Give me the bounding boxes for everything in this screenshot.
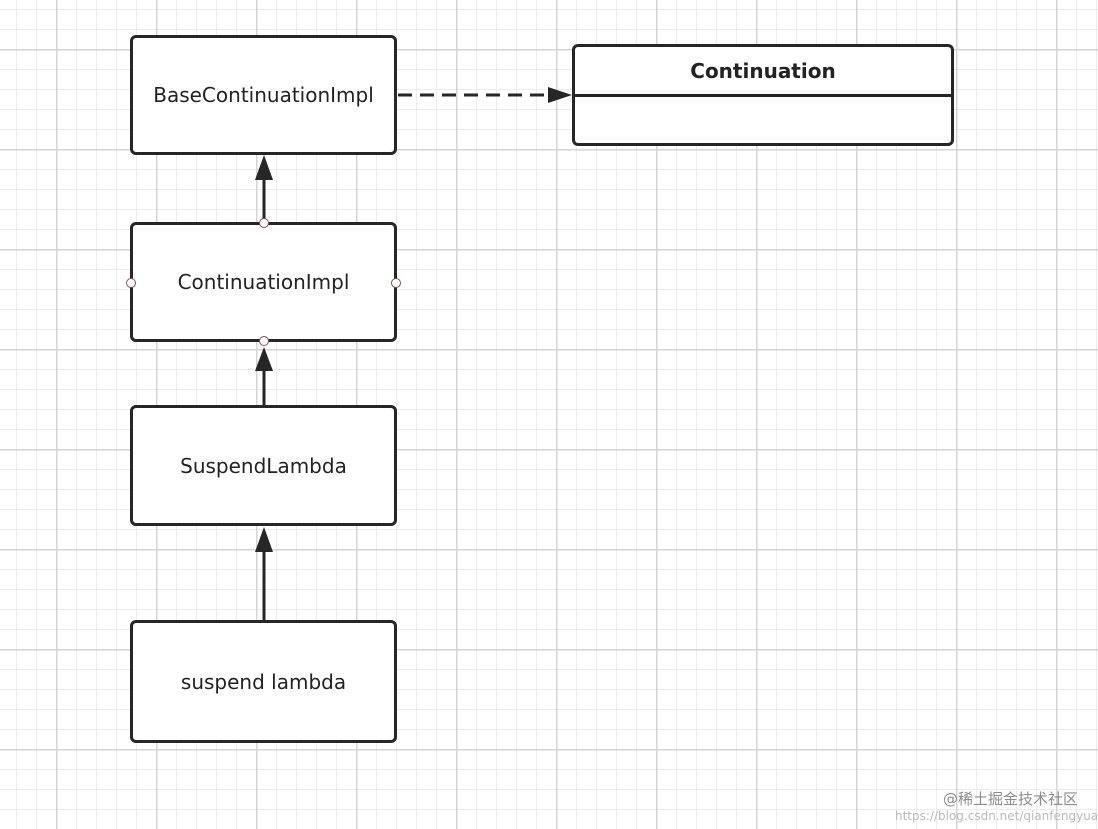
- edge-continuationimpl-to-base: [255, 155, 273, 219]
- watermark-url: https://blog.csdn.net/qianfengyuan: [895, 809, 1098, 823]
- node-label: ContinuationImpl: [177, 270, 350, 294]
- class-name: Continuation: [690, 58, 836, 83]
- node-suspend-lambda[interactable]: SuspendLambda: [130, 405, 397, 526]
- node-base-continuation-impl[interactable]: BaseContinuationImpl: [130, 35, 397, 155]
- class-header: Continuation: [575, 47, 951, 97]
- node-suspend-lambda-instance[interactable]: suspend lambda: [130, 620, 397, 743]
- watermark: @稀土掘金技术社区: [942, 790, 1078, 808]
- port-left[interactable]: [126, 278, 136, 288]
- node-continuation-impl[interactable]: ContinuationImpl: [130, 222, 397, 342]
- port-bottom[interactable]: [259, 336, 269, 346]
- node-label: SuspendLambda: [180, 453, 347, 478]
- node-continuation-interface[interactable]: Continuation: [572, 44, 954, 146]
- port-right[interactable]: [391, 278, 401, 288]
- class-body: [575, 97, 951, 143]
- edge-base-to-continuation: [398, 87, 572, 103]
- node-label: suspend lambda: [180, 669, 347, 694]
- port-top[interactable]: [259, 218, 269, 228]
- edge-suspendlambda-to-continuationimpl: [255, 347, 273, 405]
- edge-lambda-to-suspendlambda: [255, 527, 273, 620]
- node-label: BaseContinuationImpl: [153, 83, 374, 107]
